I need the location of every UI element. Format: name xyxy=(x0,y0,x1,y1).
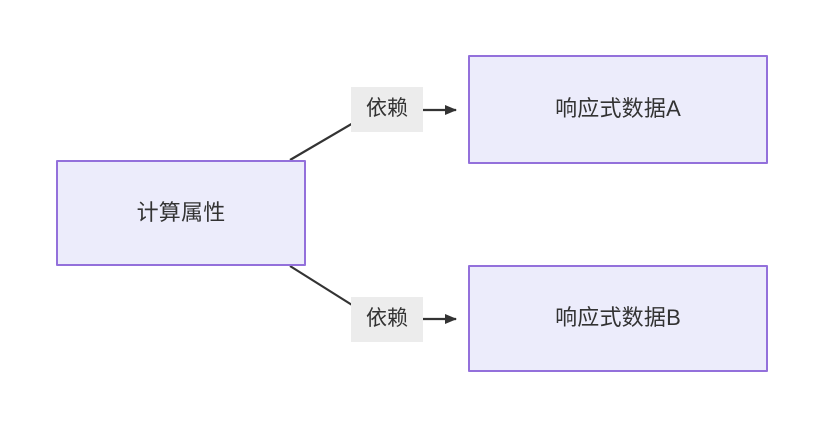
node-reactive-data-b[interactable]: 响应式数据B xyxy=(468,265,768,372)
edge-label-dependency-top: 依赖 xyxy=(351,87,423,132)
edge-label-dependency-bottom: 依赖 xyxy=(351,297,423,342)
node-label: 响应式数据A xyxy=(555,96,681,122)
node-label: 计算属性 xyxy=(136,199,226,225)
node-computed-property[interactable]: 计算属性 xyxy=(56,160,306,266)
node-label: 响应式数据B xyxy=(555,305,681,331)
node-reactive-data-a[interactable]: 响应式数据A xyxy=(468,55,768,164)
